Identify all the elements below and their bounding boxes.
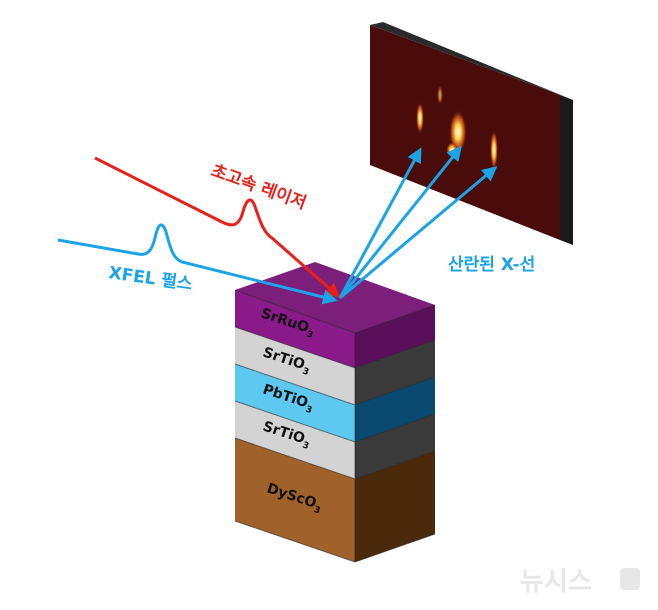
laser-beam [94, 156, 341, 298]
layer-front-face [235, 364, 355, 442]
laser-label: 초고속 레이저 [208, 161, 309, 214]
detector-panel [370, 22, 573, 245]
layer-front-face [235, 290, 355, 368]
scattered-label: 산란된 X-선 [448, 255, 535, 275]
scattered-ray [338, 145, 462, 299]
layer-side-face [355, 340, 435, 405]
sample-stack: SrRuO3 SrTiO3 PbTiO3 SrTiO3 DyScO3 [234, 262, 436, 563]
layer-side-face [355, 305, 435, 368]
diffraction-spot [437, 85, 443, 105]
xfel-beam [57, 223, 338, 305]
layer-side-face [355, 377, 435, 442]
scattered-ray [339, 166, 498, 300]
diffraction-spot [490, 130, 498, 170]
watermark: 뉴시스 [520, 567, 640, 597]
layer-front-face [235, 401, 355, 479]
scattered-ray [338, 147, 422, 299]
layer-side-face [355, 451, 435, 562]
layer-side-face [355, 414, 435, 479]
diffraction-spot [416, 102, 424, 134]
svg-text:뉴시스: 뉴시스 [520, 567, 592, 597]
layer-front-face [235, 327, 355, 405]
xfel-label: XFEL 펄스 [107, 263, 194, 295]
